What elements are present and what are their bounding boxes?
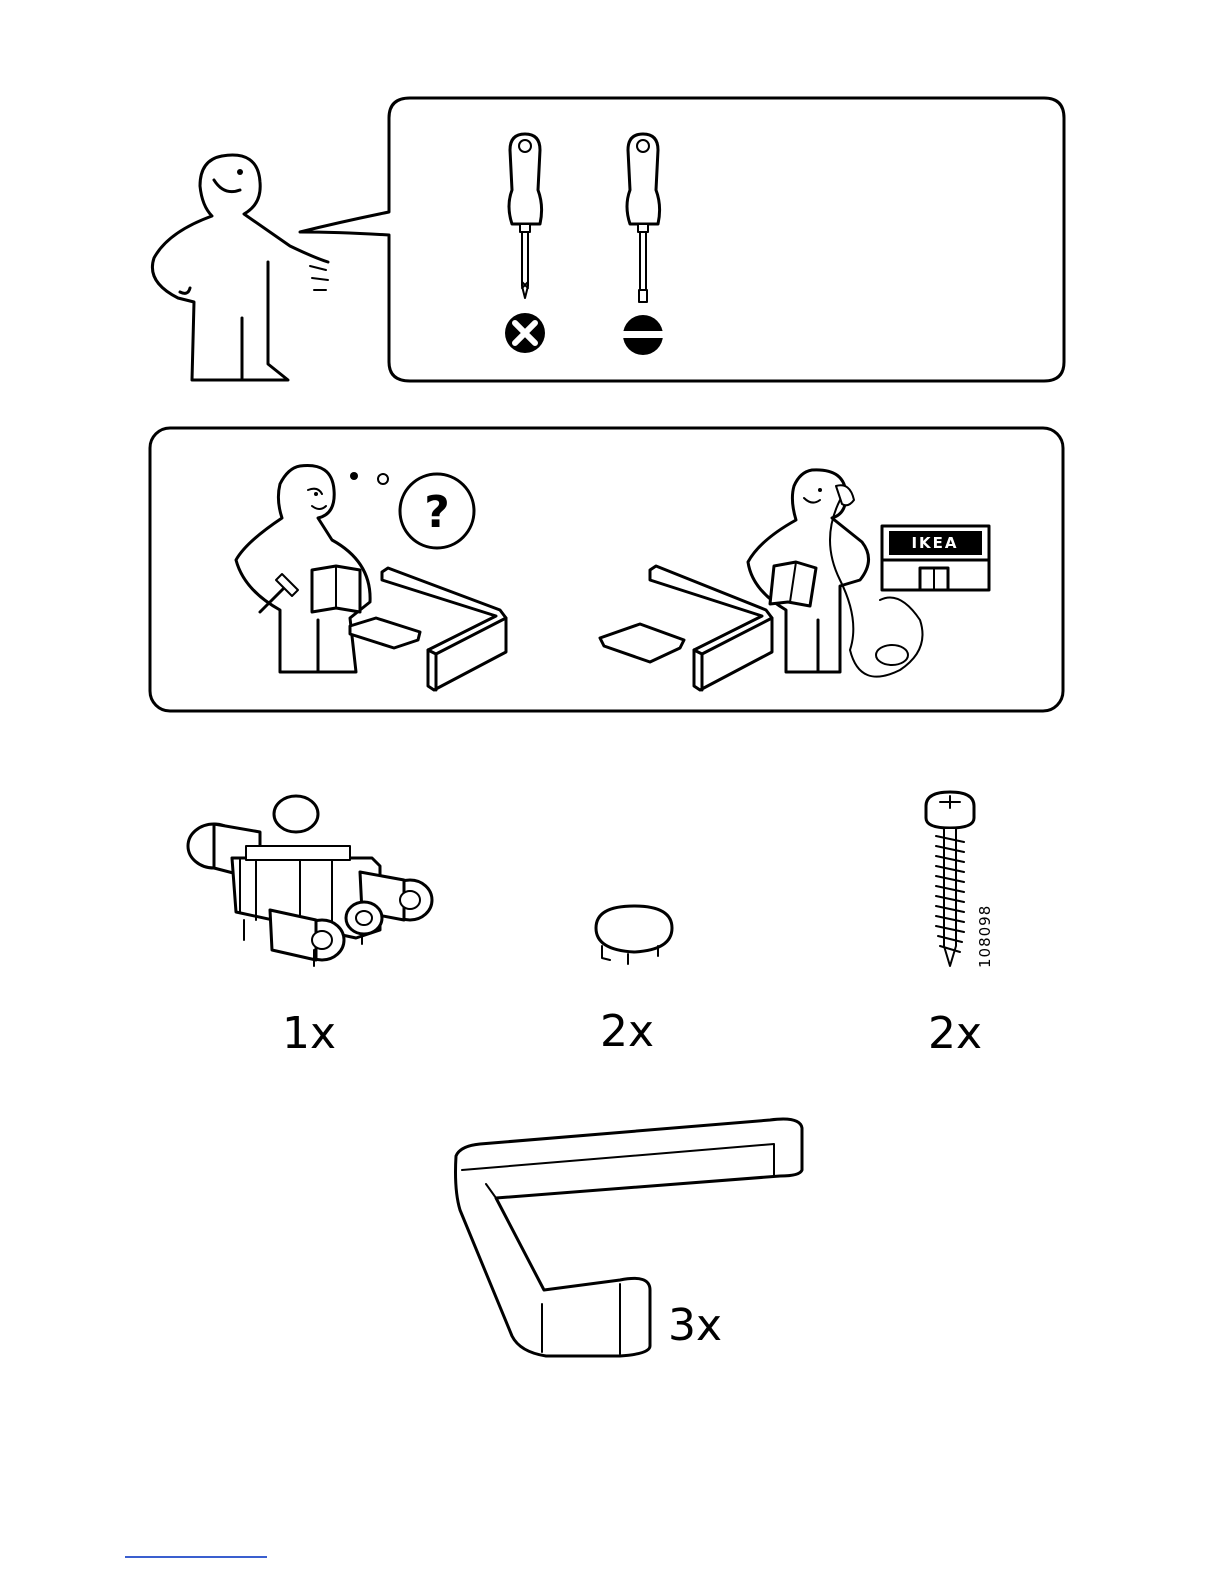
part-4-quantity: 3x bbox=[668, 1304, 722, 1348]
phillips-head-symbol-icon bbox=[505, 313, 545, 353]
part-1-quantity: 1x bbox=[282, 1012, 336, 1056]
svg-text:?: ? bbox=[424, 487, 450, 538]
thought-dots-icon bbox=[350, 472, 388, 484]
part-2-quantity: 2x bbox=[600, 1010, 654, 1054]
cover-cap-icon bbox=[596, 906, 672, 964]
furniture-panels-right-icon bbox=[600, 566, 772, 690]
connector-part-icon bbox=[188, 796, 432, 966]
footer-rule bbox=[125, 1556, 267, 1558]
bracket-icon bbox=[456, 1119, 803, 1356]
question-bubble-icon: ? bbox=[400, 474, 474, 548]
part-3-quantity: 2x bbox=[928, 1012, 982, 1056]
store-sign-text: IKEA bbox=[911, 534, 958, 552]
flat-head-symbol-icon bbox=[621, 315, 665, 355]
screw-article-number: 108098 bbox=[976, 905, 994, 968]
screw-icon bbox=[926, 792, 974, 966]
furniture-panels-left-icon bbox=[350, 568, 506, 690]
confused-man-icon bbox=[236, 466, 370, 673]
flat-screwdriver-icon bbox=[627, 134, 660, 302]
pointing-man-icon bbox=[152, 155, 328, 380]
phillips-screwdriver-icon bbox=[509, 134, 542, 298]
tools-speech-bubble bbox=[300, 98, 1064, 381]
